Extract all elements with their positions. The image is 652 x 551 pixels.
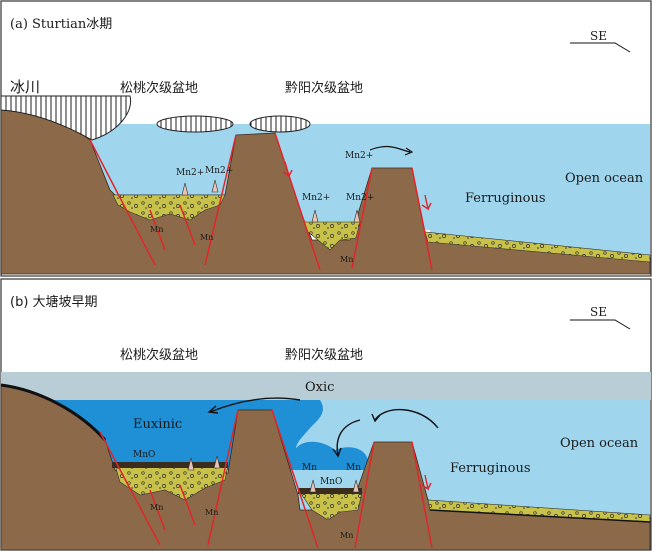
panel-a-ferruginous: Ferruginous [465, 191, 546, 206]
panel-a-vent [211, 179, 219, 193]
panel-a-ice-left [156, 115, 234, 133]
panel-a-mn2-vent: Mn2+ [205, 166, 233, 176]
panel-a-vent [353, 209, 361, 223]
panel-a-faults [89, 132, 433, 271]
panel-b-faults [99, 409, 433, 549]
panel-b-vent [352, 479, 360, 493]
panel-a-mn: Mn [150, 225, 163, 234]
panel-b-direction: SE [590, 305, 607, 319]
panel-a-sediment-right [303, 221, 361, 251]
panel-b-mn: Mn [150, 503, 163, 512]
panel-a: (a) Sturtian冰期 SE 冰川 松桃次级盆地 黔阳次级盆地 Mn2+ … [0, 0, 652, 277]
panel-b-mno-layer-right [298, 488, 362, 494]
panel-a-arrow-fault2 [421, 194, 432, 211]
panel-a-mn: Mn [340, 255, 353, 264]
panel-b-vent [309, 479, 317, 493]
panel-b-mn-vent: Mn [346, 463, 361, 473]
panel-b-mn: Mn [205, 508, 218, 517]
panel-a-basin-left: 松桃次级盆地 [120, 80, 198, 96]
panel-b-basin-right: 黔阳次级盆地 [285, 347, 363, 363]
panel-a-ice-right [249, 115, 311, 133]
panel-b-ferruginous: Ferruginous [450, 461, 531, 476]
panel-a-arrow-fault [282, 161, 293, 178]
panel-a-mn2-vent: Mn2+ [302, 193, 330, 203]
panel-b-oxic: Oxic [305, 380, 334, 395]
panel-b-open-ocean: Open ocean [560, 436, 639, 451]
panel-a-vent [181, 182, 189, 196]
panel-b-mn-vent: Mn [302, 463, 317, 473]
panel-b-mno-left: MnO [133, 450, 155, 460]
panel-b: (b) 大塘坡早期 SE 松桃次级盆地 黔阳次级盆地 Oxic Euxinic … [0, 278, 652, 551]
panel-b-oxic-band [1, 372, 651, 400]
panel-a-mn2-vent: Mn2+ [176, 168, 204, 178]
panel-a-basin-right: 黔阳次级盆地 [285, 80, 363, 96]
panel-a-title: (a) Sturtian冰期 [10, 17, 112, 32]
panel-a-glacier-label: 冰川 [10, 78, 40, 96]
panel-a-open-ocean: Open ocean [565, 171, 644, 186]
panel-a-mn2-vent: Mn2+ [346, 193, 374, 203]
panel-a-mn2: Mn2+ [345, 151, 373, 161]
panel-a-sediment-left [112, 194, 226, 221]
panel-b-mno-layer-left [112, 462, 228, 468]
panel-b-flow-arrow [336, 419, 361, 456]
panel-b-flow-arrow [209, 397, 301, 413]
panel-b-euxinic-label: Euxinic [133, 417, 182, 432]
panel-a-mn: Mn [200, 233, 213, 242]
panel-a-direction: SE [590, 29, 607, 43]
panel-b-vent [187, 457, 195, 471]
panel-a-sediment-shelf [424, 231, 651, 263]
panel-a-mn-arrow [369, 145, 411, 153]
panel-b-mn: Mn [340, 531, 353, 540]
panel-b-basin-left: 松桃次级盆地 [120, 347, 198, 363]
direction-arrow-icon [570, 42, 631, 53]
panel-a-vent [311, 209, 319, 223]
panel-b-vent [213, 455, 221, 469]
panel-b-mno-right: MnO [320, 477, 342, 487]
direction-arrow-icon [570, 319, 631, 330]
panel-a-glacier [0, 95, 132, 141]
panel-b-title: (b) 大塘坡早期 [10, 294, 98, 310]
